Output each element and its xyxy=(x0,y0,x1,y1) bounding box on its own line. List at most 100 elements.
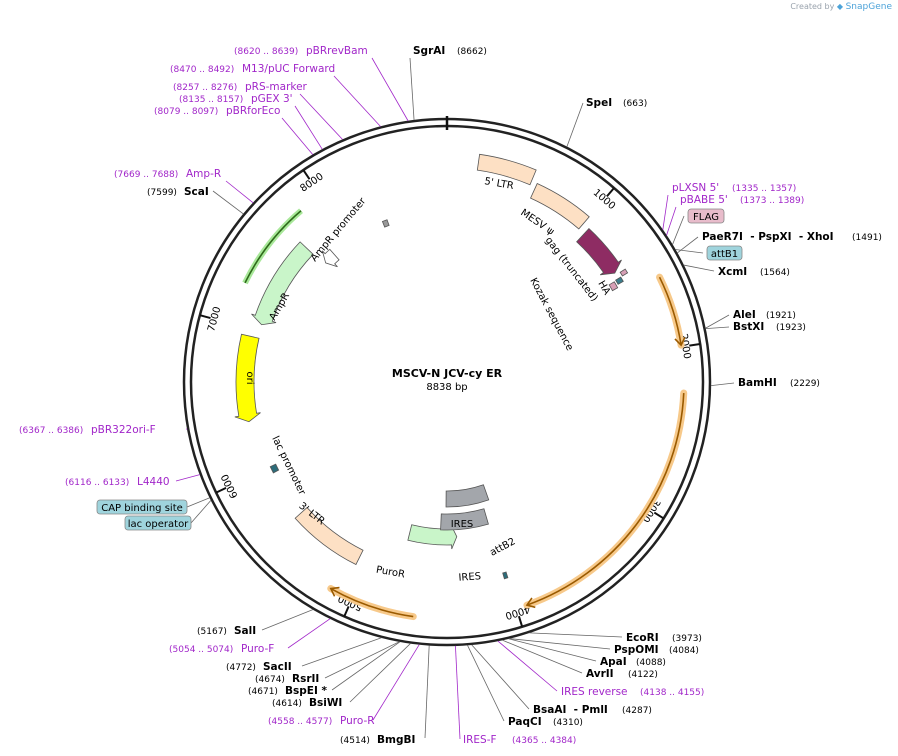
site-pos-avrii: (4122) xyxy=(628,670,658,680)
site-label-bamhi: BamHI xyxy=(738,377,777,389)
site-label-bmgbi: BmgBI xyxy=(377,734,415,746)
feature-label-ires-outer: IRES xyxy=(458,571,481,584)
site-pos-apai: (4088) xyxy=(636,658,666,668)
site-label-bspei: BspEI * xyxy=(285,685,328,697)
leader-pbrforeco xyxy=(281,117,314,155)
site-label-sacii: SacII xyxy=(263,661,292,673)
feature-5ltr xyxy=(476,153,537,186)
site-label-avrii: AvrII xyxy=(586,668,614,680)
leader-ecori xyxy=(529,632,623,638)
cds-arc-2-halo xyxy=(523,389,688,609)
site-label-pmli: BsaAI - PmlI xyxy=(533,704,608,716)
leader-puro-r xyxy=(372,644,420,721)
leader-pmli xyxy=(471,644,530,710)
primer-range-ampr: (7669 .. 7688) xyxy=(114,170,178,180)
primer-label-prs: pRS-marker xyxy=(245,81,308,93)
tick-label-1000: 1000 xyxy=(591,187,617,212)
primer-range-puro-f: (5054 .. 5074) xyxy=(169,645,233,655)
leader-pbrrevbam xyxy=(371,57,409,122)
primer-label-l4440: L4440 xyxy=(137,476,170,488)
leader-pgex xyxy=(294,105,323,150)
feature-label-5ltr: 5' LTR xyxy=(483,176,514,192)
primer-label-ires-reverse: IRES reverse xyxy=(561,686,628,698)
leader-xcmi xyxy=(683,264,715,272)
tick-1000 xyxy=(606,187,615,198)
leader-l4440 xyxy=(175,474,200,482)
primer-range-pbr322ori: (6367 .. 6386) xyxy=(19,426,83,436)
site-pos-ecori: (3973) xyxy=(672,634,702,644)
snapgene-credit: Created by ◆ SnapGene xyxy=(790,2,892,12)
leader-paqci xyxy=(467,645,505,722)
site-pos-bmgbi: (4514) xyxy=(340,736,370,746)
leader-attb1 xyxy=(675,249,704,254)
cds-arc-3-arrowhead xyxy=(329,586,340,597)
primer-range-pgex: (8135 .. 8157) xyxy=(179,95,243,105)
feature-label-ires-inner: IRES xyxy=(451,519,474,530)
primer-range-plxsn: (1335 .. 1357) xyxy=(732,184,796,194)
cds-arc-1-halo xyxy=(656,273,685,349)
attb1-box xyxy=(706,245,743,261)
primer-range-pbrforeco: (8079 .. 8097) xyxy=(154,107,218,117)
primer-labels: pBRrevBam (8620 .. 8639) M13/pUC Forward… xyxy=(19,45,804,746)
leader-sgrai xyxy=(409,57,415,121)
leader-puro-f xyxy=(287,618,331,649)
tick-7000 xyxy=(199,314,211,320)
primer-label-pgex: pGEX 3' xyxy=(251,93,293,105)
features xyxy=(234,153,629,580)
site-pos-xhoi: (1491) xyxy=(852,233,882,243)
leader-flag xyxy=(672,215,685,245)
primer-label-m13: M13/pUC Forward xyxy=(242,63,335,75)
tick-label-8000: 8000 xyxy=(298,171,325,194)
primer-range-puro-r: (4558 .. 4577) xyxy=(268,717,332,727)
ampr-cds-arc xyxy=(244,210,302,284)
site-pos-bspei: (4671) xyxy=(248,687,278,697)
boxed-feature-labels: FLAG attB1 CAP binding site lac operator xyxy=(96,208,743,531)
tick-2000 xyxy=(689,343,701,347)
flag-box-label: FLAG xyxy=(693,212,719,223)
site-label-paqci: PaqCI xyxy=(508,716,542,728)
leader-m13 xyxy=(333,75,381,127)
snapgene-logo-icon: ◆ xyxy=(836,2,844,11)
site-label-sali: SalI xyxy=(234,625,256,637)
feature-ampr xyxy=(251,241,314,326)
leader-bsiwi xyxy=(349,643,411,703)
feature-attb2 xyxy=(502,571,509,580)
leader-amp-r xyxy=(225,180,254,204)
feature-label-kozak: Kozak sequence xyxy=(527,276,575,352)
plasmid-name: MSCV-N JCV-cy ER xyxy=(392,367,503,380)
feature-lac-mark xyxy=(269,463,280,474)
site-label-sgrai: SgrAI xyxy=(413,45,445,57)
site-pos-sgrai: (8662) xyxy=(457,47,487,57)
feature-mesv xyxy=(530,183,590,230)
leader-alei xyxy=(705,314,730,329)
tick-label-7000: 7000 xyxy=(206,305,223,332)
primer-label-pbr322ori: pBR322ori-F xyxy=(91,424,156,436)
tick-5000 xyxy=(343,605,350,617)
feature-ori xyxy=(234,333,261,423)
lac-operator-label: lac operator xyxy=(128,519,189,530)
primer-label-puro-r: Puro-R xyxy=(340,715,375,727)
site-label-bsiwi: BsiWI xyxy=(309,697,342,709)
cds-arcs xyxy=(242,208,688,621)
leader-bspei xyxy=(331,641,401,691)
site-label-xcmi: XcmI xyxy=(718,266,747,278)
leader-apai xyxy=(508,638,597,662)
site-pos-sali: (5167) xyxy=(197,627,227,637)
attb1-box-label: attB1 xyxy=(711,249,738,260)
site-pos-rsrii: (4674) xyxy=(255,675,285,685)
site-pos-alei: (1921) xyxy=(766,311,796,321)
leader-ires-reverse xyxy=(497,640,558,692)
leader-ires-f xyxy=(455,645,461,740)
site-label-apai: ApaI xyxy=(600,656,627,668)
site-pos-pspomi: (4084) xyxy=(669,646,699,656)
leader-lines xyxy=(175,57,735,740)
feature-ires-inner xyxy=(445,484,490,508)
site-label-alei: AleI xyxy=(733,309,756,321)
leader-bamhi xyxy=(710,382,735,387)
primer-label-pbrrevbam: pBRrevBam xyxy=(306,45,368,57)
leader-lac-operator xyxy=(190,500,212,524)
leader-bstxi xyxy=(705,326,730,329)
tick-4000 xyxy=(517,615,524,628)
tick-marks xyxy=(199,116,701,628)
